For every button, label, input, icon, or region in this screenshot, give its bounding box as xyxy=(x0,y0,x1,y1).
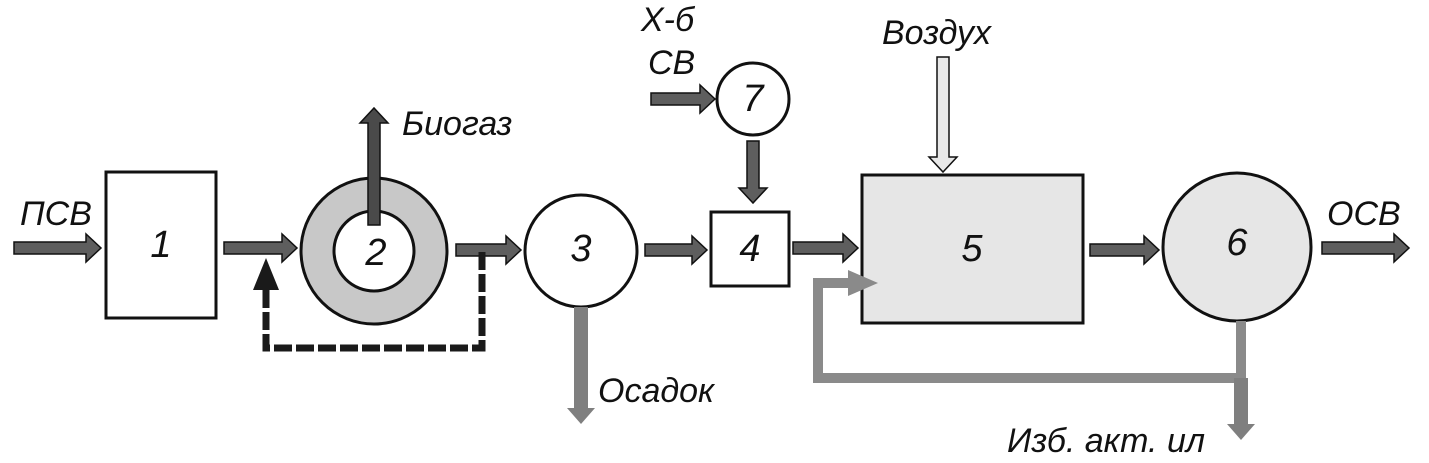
node-1-box xyxy=(104,170,218,320)
label-sv: СВ xyxy=(648,44,695,82)
recycle-loop-digester xyxy=(262,252,486,352)
arrow-1-to-2 xyxy=(223,232,299,264)
arrow-sv-to-7 xyxy=(650,83,717,115)
node-1-label: 1 xyxy=(150,224,171,266)
arrow-excess-sludge-down xyxy=(1227,378,1255,440)
arrow-3-to-4 xyxy=(644,234,709,266)
arrow-biogas-up xyxy=(358,106,390,226)
label-excess-sludge: Изб. акт. ил xyxy=(1007,422,1205,460)
node-7-label: 7 xyxy=(742,78,765,120)
node-4-label: 4 xyxy=(739,228,760,270)
arrow-psv-to-1 xyxy=(13,232,103,264)
label-air: Воздух xyxy=(882,14,992,52)
node-7-circle xyxy=(715,61,791,137)
arrow-air-to-5 xyxy=(927,56,959,174)
arrow-2-to-3 xyxy=(455,234,523,266)
node-5-label: 5 xyxy=(961,228,983,270)
node-5-box xyxy=(860,173,1085,325)
arrow-sediment-down xyxy=(567,307,595,424)
node-4-box xyxy=(709,210,791,288)
label-kh-b: Х-б xyxy=(640,1,696,39)
node-3-label: 3 xyxy=(570,228,591,270)
return-sludge-loop-head xyxy=(848,270,878,296)
label-osv: ОСВ xyxy=(1327,195,1401,233)
label-sediment: Осадок xyxy=(598,372,716,410)
label-psv: ПСВ xyxy=(20,195,92,233)
node-6-label: 6 xyxy=(1226,222,1248,264)
arrow-5-to-6 xyxy=(1089,234,1161,266)
label-biogas: Биогаз xyxy=(402,105,512,143)
arrow-6-to-osv xyxy=(1321,232,1411,264)
node-2-label: 2 xyxy=(364,232,386,274)
arrow-7-to-4 xyxy=(737,140,769,205)
return-sludge-loop xyxy=(813,278,1246,383)
recycle-loop-digester-head xyxy=(253,258,279,290)
arrow-4-to-5 xyxy=(792,232,860,264)
